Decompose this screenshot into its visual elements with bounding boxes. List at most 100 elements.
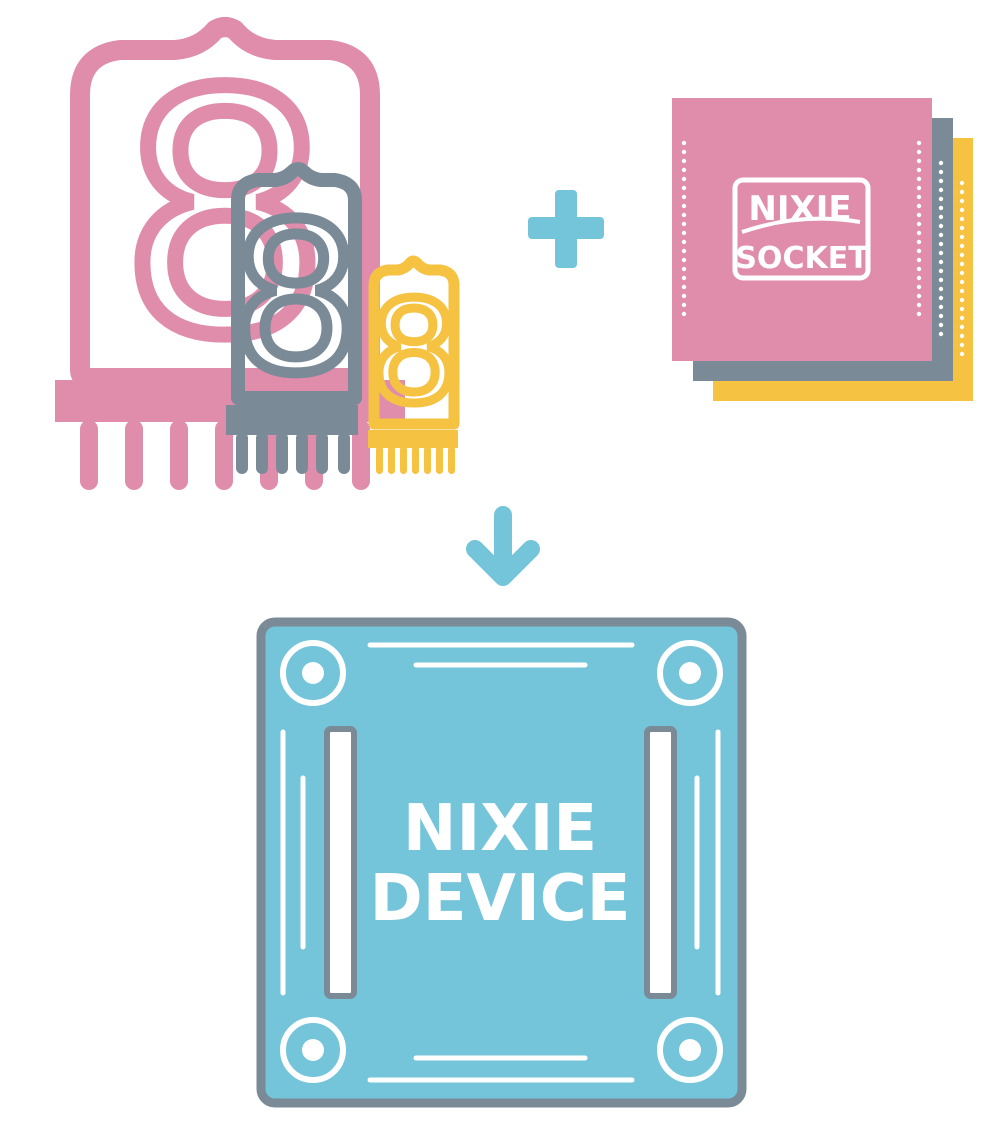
pin-hole-dot — [916, 167, 922, 173]
pin-hole-dot — [681, 230, 687, 236]
nixie-socket-stack: NIXIE SOCKET — [672, 98, 973, 401]
pin-hole-dot — [681, 176, 687, 182]
pin-hole-dot — [938, 259, 944, 265]
pin-hole-dot — [959, 261, 965, 267]
pin-hole-dot — [959, 216, 965, 222]
pin-hole-dot — [938, 322, 944, 328]
pin-hole-dot — [938, 295, 944, 301]
pin-hole-dot — [916, 248, 922, 254]
device-label-line2: DEVICE — [370, 862, 631, 936]
pin-hole-dot — [681, 239, 687, 245]
pin-hole-dot — [938, 196, 944, 202]
pin-hole-dot — [959, 252, 965, 258]
socket-logo-line2: SOCKET — [735, 241, 869, 276]
pin-hole-dot — [959, 243, 965, 249]
socket-pin-holes — [681, 140, 965, 357]
arrow-down-icon — [466, 506, 540, 586]
pin-hole-dot — [916, 266, 922, 272]
pin-hole-dot — [916, 275, 922, 281]
pin-hole-dot — [681, 248, 687, 254]
tube-pins — [80, 420, 370, 490]
pin-hole-dot — [938, 160, 944, 166]
pin-hole-dot — [938, 286, 944, 292]
pin-hole-dot — [916, 239, 922, 245]
mounting-hole-bottom-left — [280, 1017, 346, 1083]
pin-hole-dot — [681, 212, 687, 218]
pin-hole-dot — [959, 306, 965, 312]
header-strip-right — [644, 726, 677, 999]
tube-base — [226, 405, 358, 435]
pin-hole-dot — [916, 158, 922, 164]
plus-icon — [528, 190, 604, 268]
tube-digit: 8 — [231, 181, 361, 419]
pin-hole-dot — [916, 212, 922, 218]
mounting-hole-bottom-right — [657, 1017, 723, 1083]
header-strip-left — [324, 726, 357, 999]
pin-hole-dot — [959, 234, 965, 240]
pin-hole-dot — [681, 275, 687, 281]
pin-hole-dot — [681, 311, 687, 317]
pin-hole-dot — [916, 185, 922, 191]
pin-hole-dot — [959, 324, 965, 330]
pin-hole-dot — [959, 189, 965, 195]
pin-hole-dot — [959, 315, 965, 321]
pin-hole-dot — [681, 158, 687, 164]
pin-hole-dot — [916, 257, 922, 263]
pin-hole-dot — [959, 279, 965, 285]
board-traces — [280, 642, 721, 1083]
mounting-hole-top-right — [657, 640, 723, 706]
pin-hole-dot — [916, 203, 922, 209]
pin-hole-dot — [916, 176, 922, 182]
pin-hole-dot — [916, 149, 922, 155]
pin-hole-dot — [938, 223, 944, 229]
nixie-socket-logo: NIXIE SOCKET — [732, 177, 871, 281]
tube-pins — [376, 446, 455, 474]
pin-hole-dot — [938, 169, 944, 175]
pin-hole-dot — [938, 187, 944, 193]
pin-hole-dot — [959, 207, 965, 213]
nixie-tube-large: 8 — [55, 16, 405, 490]
pin-hole-dot — [959, 333, 965, 339]
pin-hole-dot — [681, 266, 687, 272]
pin-hole-dot — [959, 342, 965, 348]
mounting-hole-top-left — [280, 640, 346, 706]
pin-hole-dot — [916, 140, 922, 146]
pin-hole-dot — [959, 198, 965, 204]
nixie-tube-medium: 8 — [225, 162, 367, 474]
pin-hole-dot — [959, 288, 965, 294]
pin-hole-dot — [916, 284, 922, 290]
pin-hole-dot — [938, 241, 944, 247]
pin-hole-dot — [938, 205, 944, 211]
pin-hole-dot — [938, 304, 944, 310]
pin-hole-dot — [681, 149, 687, 155]
pin-hole-dot — [681, 293, 687, 299]
tube-glass-outline — [231, 162, 362, 405]
pin-hole-dot — [959, 225, 965, 231]
pin-hole-dot — [681, 194, 687, 200]
tube-pins — [236, 432, 350, 474]
pin-hole-dot — [681, 140, 687, 146]
pin-hole-dot — [681, 203, 687, 209]
pin-hole-dot — [938, 277, 944, 283]
tube-glass-outline — [368, 255, 460, 430]
pin-hole-dot — [681, 257, 687, 263]
pin-hole-dot — [916, 230, 922, 236]
nixie-tube-small: 8 — [365, 255, 463, 474]
pin-hole-dot — [916, 221, 922, 227]
pin-hole-dot — [959, 297, 965, 303]
pin-hole-dot — [938, 232, 944, 238]
pin-hole-dot — [681, 284, 687, 290]
tube-glass-outline — [70, 17, 380, 388]
pin-hole-dot — [938, 268, 944, 274]
pin-hole-dot — [681, 221, 687, 227]
pin-hole-dot — [959, 351, 965, 357]
device-label-line1: NIXIE — [403, 792, 597, 866]
socket-logo-line1: NIXIE — [748, 189, 851, 229]
pin-hole-dot — [959, 270, 965, 276]
pin-hole-dot — [916, 194, 922, 200]
pin-hole-dot — [681, 167, 687, 173]
pin-hole-dot — [959, 180, 965, 186]
nixie-device-board: NIXIE DEVICE — [256, 617, 747, 1108]
pin-hole-dot — [938, 178, 944, 184]
tube-digit: 8 — [120, 24, 330, 408]
